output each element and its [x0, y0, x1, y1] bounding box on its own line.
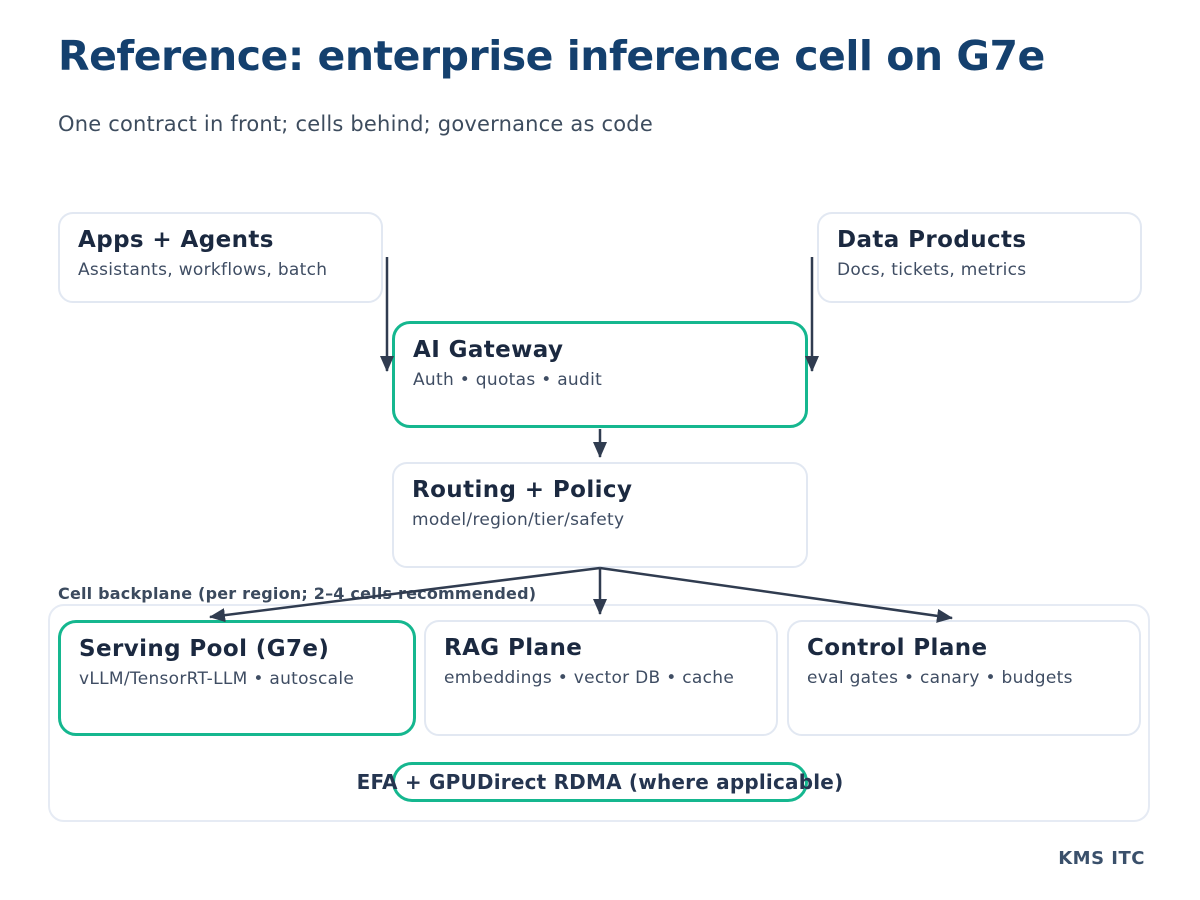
node-serving-pool: Serving Pool (G7e) vLLM/TensorRT-LLM • a… — [58, 620, 416, 736]
node-apps-agents: Apps + Agents Assistants, workflows, bat… — [58, 212, 383, 303]
node-title: RAG Plane — [444, 635, 583, 661]
node-routing-policy: Routing + Policy model/region/tier/safet… — [392, 462, 808, 568]
node-subtitle: model/region/tier/safety — [412, 510, 625, 530]
interconnect-pill: EFA + GPUDirect RDMA (where applicable) — [357, 762, 843, 802]
node-rag-plane: RAG Plane embeddings • vector DB • cache — [424, 620, 778, 736]
node-subtitle: Docs, tickets, metrics — [837, 260, 1027, 280]
footer-brand: KMS ITC — [1058, 848, 1145, 869]
interconnect-pill-label: EFA + GPUDirect RDMA (where applicable) — [356, 770, 844, 794]
node-subtitle: Auth • quotas • audit — [413, 370, 603, 390]
node-subtitle: vLLM/TensorRT-LLM • autoscale — [79, 669, 355, 689]
node-title: AI Gateway — [413, 337, 564, 363]
node-data-products: Data Products Docs, tickets, metrics — [817, 212, 1142, 303]
node-title: Control Plane — [807, 635, 988, 661]
backplane-label: Cell backplane (per region; 2–4 cells re… — [58, 584, 537, 603]
page-subtitle: One contract in front; cells behind; gov… — [58, 112, 653, 136]
node-ai-gateway: AI Gateway Auth • quotas • audit — [392, 321, 808, 428]
node-control-plane: Control Plane eval gates • canary • budg… — [787, 620, 1141, 736]
node-title: Data Products — [837, 227, 1027, 253]
node-title: Apps + Agents — [78, 227, 274, 253]
node-subtitle: embeddings • vector DB • cache — [444, 668, 735, 688]
node-title: Serving Pool (G7e) — [79, 636, 330, 662]
page-title: Reference: enterprise inference cell on … — [58, 32, 1045, 80]
node-subtitle: Assistants, workflows, batch — [78, 260, 328, 280]
node-title: Routing + Policy — [412, 477, 633, 503]
node-subtitle: eval gates • canary • budgets — [807, 668, 1073, 688]
